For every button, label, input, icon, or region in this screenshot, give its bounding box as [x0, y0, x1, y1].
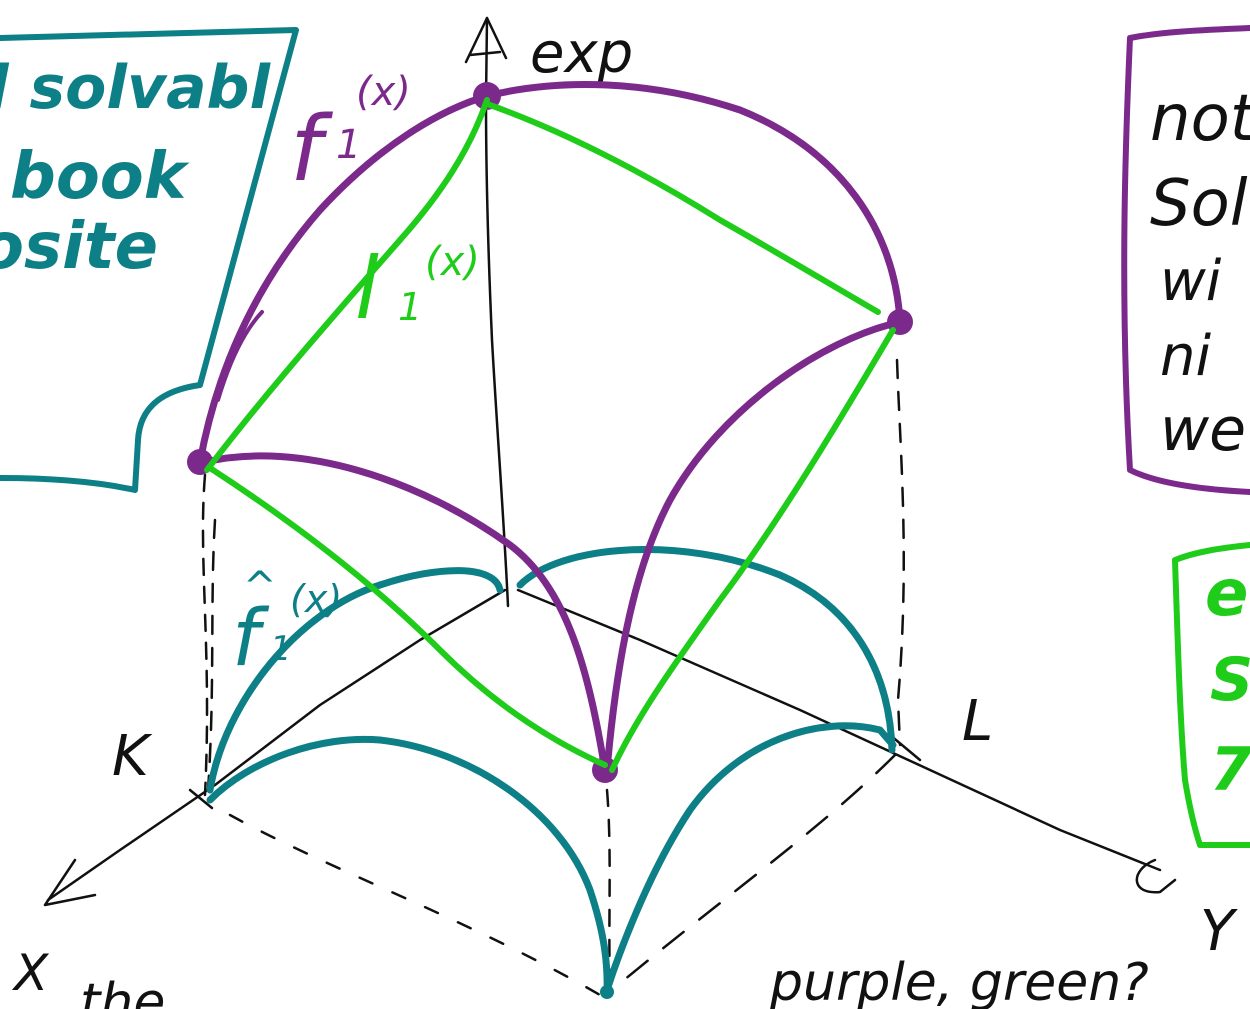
purple-label-f: f: [290, 97, 334, 202]
axes: [43, 16, 1177, 907]
purple-arc-right-bottom: [603, 318, 904, 774]
green-note-line-2: S: [1210, 645, 1250, 715]
green-note-box: e S 7: [1172, 542, 1250, 848]
green-label-sub: 1: [398, 285, 422, 329]
teal-note-line-2: book: [10, 140, 190, 214]
green-note-line-3: 7: [1210, 735, 1250, 805]
green-line-left-top: [204, 97, 490, 473]
y-axis-label: Y: [1200, 899, 1238, 964]
green-label-l: l: [355, 239, 379, 339]
l-axis-label: L: [962, 689, 993, 754]
k-axis-label: K: [112, 724, 153, 789]
l-marker: [888, 733, 922, 762]
green-curve-label: l 1 (x): [355, 239, 480, 339]
y-axis-arrowhead: [1135, 858, 1177, 894]
green-label-arg: (x): [425, 239, 480, 285]
teal-note-box: l solvabl book osite: [0, 27, 299, 493]
vertical-axis-label: exp: [530, 21, 633, 86]
teal-point-bottom: [600, 985, 614, 999]
teal-label-sub: 1: [270, 629, 292, 669]
y-axis: [516, 588, 1162, 872]
k-marker: [188, 788, 214, 810]
teal-curve-right-back: [516, 546, 896, 754]
purple-point-top: [473, 82, 501, 110]
purple-note-box: not Sol wi ni we: [1121, 25, 1250, 495]
green-lines: [204, 97, 896, 773]
teal-curves: [206, 546, 897, 999]
purple-stroke-accent: [216, 310, 264, 402]
teal-label-hat: ^: [243, 564, 277, 610]
teal-curve-left-front: [206, 735, 611, 999]
purple-note-line-4: ni: [1160, 324, 1211, 389]
teal-curve-label: ^ f 1 (x): [232, 564, 342, 684]
green-note-outline: [1172, 542, 1250, 848]
drop-line-left-2: [206, 518, 217, 792]
teal-note-line-1: l solvabl: [0, 53, 272, 123]
green-line-top-right: [487, 102, 881, 315]
drop-line-left: [201, 473, 209, 797]
bottom-fragment: the ...: [80, 973, 231, 1009]
vertical-axis: [484, 16, 510, 608]
green-line-right-bottom: [609, 327, 896, 773]
teal-note-outline: [0, 27, 299, 493]
purple-note-outline: [1121, 25, 1250, 495]
purple-arc-left-bottom: [201, 452, 609, 774]
x-axis-arrowhead: [43, 858, 97, 907]
vertical-axis-arrowhead: [464, 16, 508, 64]
purple-note-line-3: wi: [1160, 249, 1222, 314]
floor-dash-left: [228, 813, 602, 997]
teal-note-line-3: osite: [0, 210, 158, 284]
drop-line-center: [605, 788, 612, 992]
drop-line-right: [895, 358, 906, 747]
green-line-left-bottom: [207, 465, 608, 768]
x-axis: [46, 588, 507, 902]
purple-label-sub: 1: [336, 122, 361, 168]
x-axis-label: X: [11, 944, 50, 1002]
purple-label-arg: (x): [356, 69, 411, 115]
purple-arc-top: [483, 80, 904, 326]
purple-note-line-5: we: [1160, 395, 1246, 465]
teal-curve-left-back: [206, 567, 504, 794]
purple-arc-left: [196, 92, 491, 466]
green-note-line-1: e: [1205, 557, 1248, 631]
purple-note-line-1: not: [1150, 82, 1250, 156]
teal-curve-right-front: [603, 722, 897, 994]
purple-note-line-2: Sol: [1150, 167, 1248, 241]
bottom-question: purple, green?: [769, 953, 1149, 1009]
dashed-guides: [201, 358, 906, 997]
teal-label-arg: (x): [290, 577, 342, 621]
